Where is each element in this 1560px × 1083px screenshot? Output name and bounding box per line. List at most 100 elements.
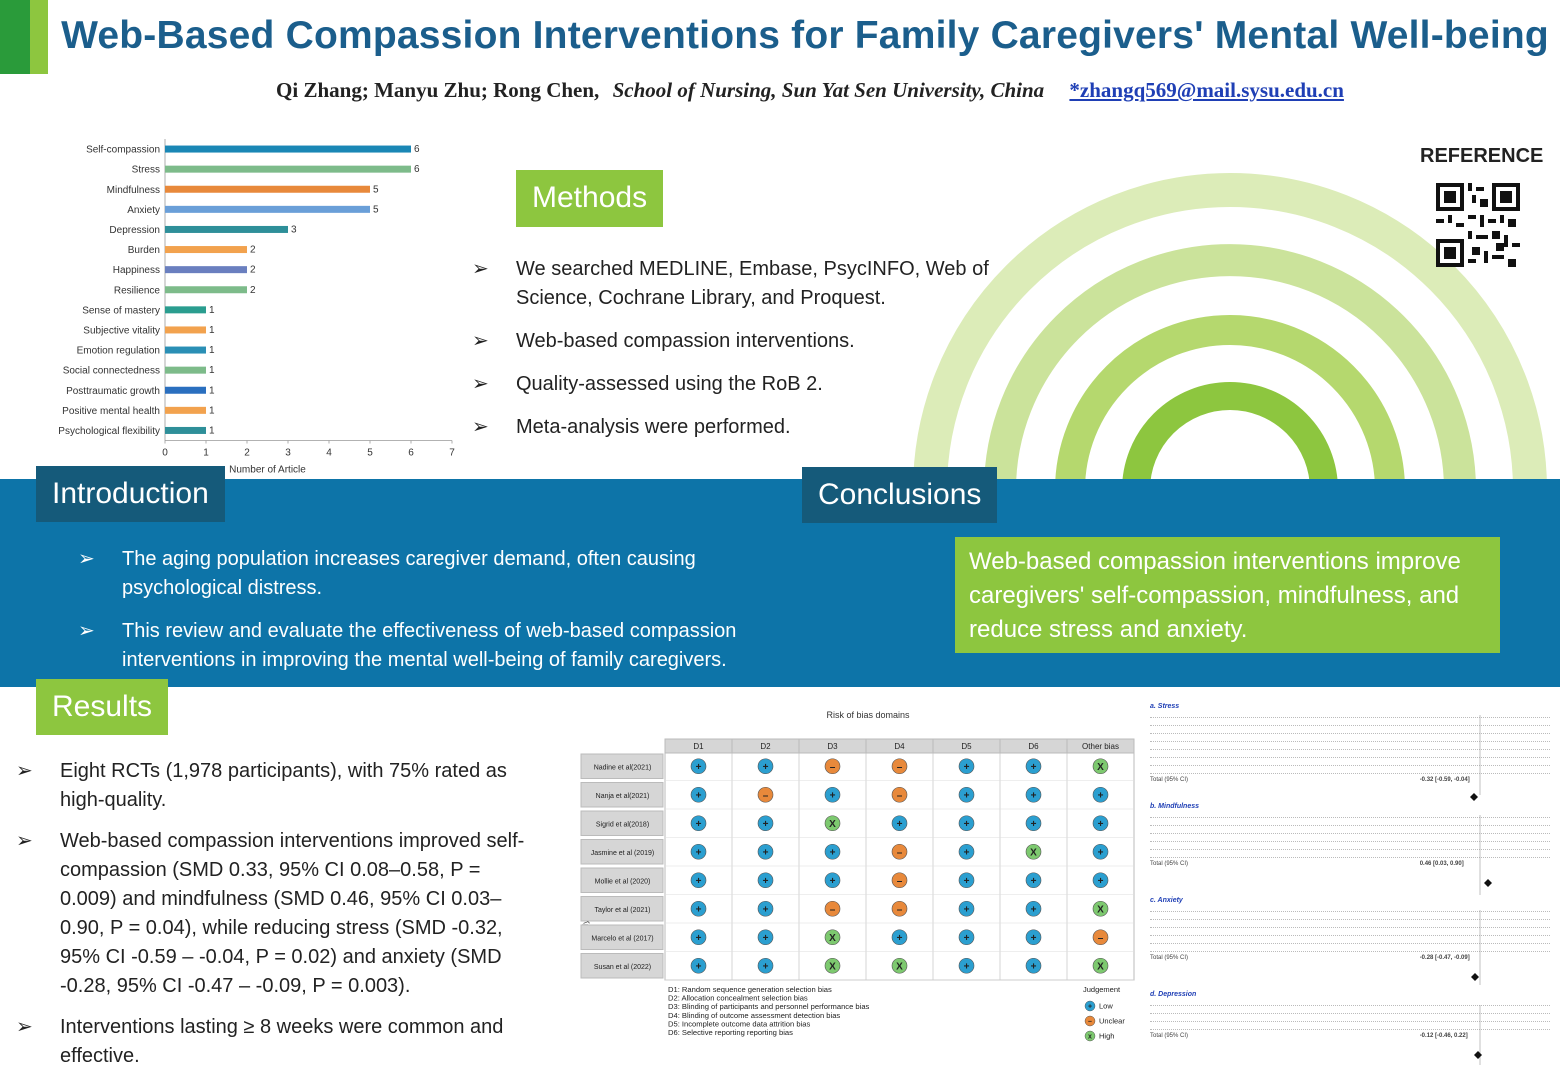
rob-column-header: D5 <box>961 742 972 751</box>
x-tick-label: 5 <box>367 448 373 459</box>
rob-judgement-symbol: – <box>897 904 903 915</box>
rob-study-label: Mollie et al (2020) <box>595 878 651 885</box>
rob-judgement-symbol: + <box>763 904 769 915</box>
poster-title: Web-Based Compassion Interventions for F… <box>61 14 1549 57</box>
bar-value-label: 1 <box>209 325 215 336</box>
forest-diamond-markers <box>1470 715 1492 1065</box>
forest-panel: b. Mindfulness Total (95% CI) 0.46 [0.03… <box>1150 803 1550 867</box>
x-axis-label: Number of Article <box>229 465 306 476</box>
bar-category-label: Burden <box>128 245 160 256</box>
bar <box>165 386 206 394</box>
rob-judgement-dot <box>1092 843 1109 860</box>
bar-value-label: 1 <box>209 425 215 436</box>
rob-judgement-dot <box>690 843 707 860</box>
rob-judgement-dot <box>891 786 908 803</box>
rob-column-header: D3 <box>827 742 838 751</box>
bar-category-label: Self-compassion <box>86 145 160 156</box>
rob-column-header: D1 <box>693 742 704 751</box>
bar-value-label: 1 <box>209 365 215 376</box>
rob-judgement-dot <box>1025 815 1042 832</box>
rob-judgement-dot <box>1025 957 1042 974</box>
rob-domain-note: D1: Random sequence generation selection… <box>668 985 832 994</box>
rob-study-cell <box>580 782 664 808</box>
rob-judgement-dot <box>757 843 774 860</box>
rob-judgement-dot <box>690 758 707 775</box>
bar-value-label: 3 <box>291 224 297 235</box>
rob-column-header-cell <box>1066 738 1135 754</box>
rob-judgement-dot <box>891 872 908 889</box>
methods-list: ➢We searched MEDLINE, Embase, PsycINFO, … <box>472 255 1032 456</box>
bar <box>165 165 411 173</box>
bar-value-label: 6 <box>414 144 420 155</box>
results-item: ➢Eight RCTs (1,978 participants), with 7… <box>16 760 507 811</box>
methods-item: ➢We searched MEDLINE, Embase, PsycINFO, … <box>472 258 989 309</box>
forest-panel: a. Stress Total (95% CI) -0.32 [-0.59, -… <box>1150 703 1550 783</box>
rob-judgement-dot <box>958 843 975 860</box>
rob-judgement-symbol: X <box>896 961 903 972</box>
rob-judgement-symbol: + <box>964 904 970 915</box>
bar <box>165 326 206 334</box>
rob-legend-dot <box>1084 1015 1096 1027</box>
rob-judgement-dot <box>757 900 774 917</box>
rob-legend-symbol: – <box>1088 1019 1092 1026</box>
bar <box>165 346 206 354</box>
bar-value-label: 1 <box>209 385 215 396</box>
rob-domain-note: D3: Blinding of participants and personn… <box>668 1002 870 1011</box>
rob-judgement-dot <box>690 786 707 803</box>
bar-category-label: Resilience <box>114 285 161 296</box>
rob-judgement-symbol: + <box>897 933 903 944</box>
rob-judgement-dot <box>958 929 975 946</box>
rob-judgement-dot <box>958 758 975 775</box>
rob-judgement-symbol: X <box>1097 904 1104 915</box>
rob-judgement-symbol: + <box>964 876 970 887</box>
rob-judgement-symbol: X <box>829 961 836 972</box>
rob-judgement-symbol: X <box>829 933 836 944</box>
bar <box>165 406 206 414</box>
rob-judgement-symbol: + <box>696 762 702 773</box>
rob-judgement-symbol: X <box>1030 847 1037 858</box>
bar-category-label: Happiness <box>113 265 160 276</box>
introduction-list: ➢The aging population increases caregive… <box>78 545 798 689</box>
rob-judgement-dot <box>757 929 774 946</box>
qr-code-icon[interactable] <box>1436 183 1520 267</box>
results-list: ➢Eight RCTs (1,978 participants), with 7… <box>16 757 536 1083</box>
forest-effect: -0.32 [-0.59, -0.04] <box>1419 777 1470 783</box>
reference-label: REFERENCE <box>1420 145 1544 167</box>
methods-item: ➢Quality-assessed using the RoB 2. <box>472 373 823 395</box>
rob-judgement-symbol: – <box>897 790 903 801</box>
rob-judgement-symbol: + <box>1098 876 1104 887</box>
introduction-heading: Introduction <box>36 466 225 522</box>
methods-item: ➢Meta-analysis were performed. <box>472 416 791 438</box>
rob-judgement-dot <box>824 843 841 860</box>
rob-judgement-dot <box>690 900 707 917</box>
rob-judgement-symbol: + <box>763 876 769 887</box>
rob-judgement-dot <box>958 900 975 917</box>
rob-judgement-symbol: + <box>763 762 769 773</box>
rob-study-label: Nanja et al(2021) <box>596 793 650 800</box>
accent-bar-dark <box>0 0 30 74</box>
bar-category-label: Stress <box>132 165 160 176</box>
rob-judgement-dot <box>891 900 908 917</box>
rob-column-header: Other bias <box>1082 742 1119 751</box>
rob-study-cell <box>580 953 664 979</box>
bar <box>165 286 247 294</box>
rob-judgement-dot <box>891 758 908 775</box>
email-link[interactable]: *zhangq569@mail.sysu.edu.cn <box>1069 78 1344 102</box>
rob-judgement-symbol: + <box>964 762 970 773</box>
rob-study-cell <box>580 867 664 893</box>
bar-category-label: Social connectedness <box>63 366 160 377</box>
bar <box>165 366 206 374</box>
results-heading: Results <box>36 679 169 735</box>
x-tick-label: 2 <box>244 448 250 459</box>
rob-domain-note: D6: Selective reporting reporting bias <box>668 1028 793 1037</box>
rob-judgement-dot <box>690 872 707 889</box>
results-item: ➢Interventions lasting ≥ 8 weeks were co… <box>16 1016 504 1067</box>
rob-judgement-dot <box>824 758 841 775</box>
rob-judgement-dot <box>757 786 774 803</box>
bar-value-label: 2 <box>250 285 256 296</box>
rob-judgement-dot <box>1025 786 1042 803</box>
rob-judgement-symbol: – <box>897 847 903 858</box>
rob-judgement-dot <box>1025 758 1042 775</box>
rob-judgement-symbol: + <box>1031 933 1037 944</box>
author-names: Qi Zhang; Manyu Zhu; Rong Chen, <box>276 78 600 102</box>
